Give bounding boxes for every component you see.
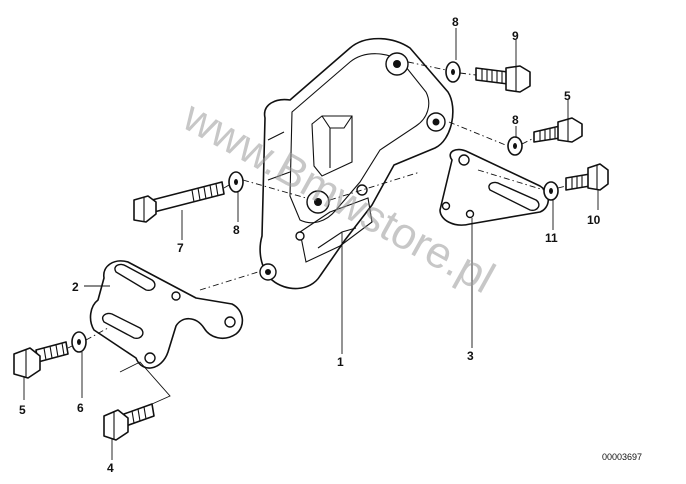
bolt-7 (133, 181, 225, 223)
bracket-plate-2 (89, 260, 244, 369)
callout-1: 1 (337, 355, 344, 369)
bolt-5-right (533, 117, 583, 143)
washer-6 (71, 331, 87, 353)
bolt-5-left (13, 341, 69, 379)
washer-11 (543, 181, 559, 201)
bolt-10 (565, 163, 609, 191)
bolt-4 (103, 403, 155, 441)
diagram-ref-number: 00003697 (602, 452, 642, 462)
callout-5-right: 5 (564, 89, 571, 103)
washer-8-top (445, 61, 461, 83)
bracket-plate-3 (439, 148, 550, 226)
callout-3: 3 (467, 349, 474, 363)
callout-2: 2 (72, 280, 79, 294)
callout-7: 7 (177, 241, 184, 255)
callout-4: 4 (107, 461, 114, 475)
assembly-lines (67, 61, 567, 405)
callout-9: 9 (512, 29, 519, 43)
callout-8-top: 8 (452, 15, 459, 29)
callout-8-middle: 8 (512, 113, 519, 127)
bolt-9 (475, 65, 531, 93)
callout-11: 11 (545, 231, 558, 245)
main-bracket (259, 37, 454, 290)
callouts: 8 9 5 8 10 11 3 1 8 7 2 5 6 4 (19, 15, 601, 475)
callout-8-left: 8 (233, 223, 240, 237)
callout-5-left: 5 (19, 403, 26, 417)
callout-6: 6 (77, 401, 84, 415)
callout-10: 10 (587, 213, 601, 227)
washer-8-middle (507, 136, 523, 156)
washer-8-left (228, 171, 244, 193)
leader-lines (23, 28, 599, 460)
